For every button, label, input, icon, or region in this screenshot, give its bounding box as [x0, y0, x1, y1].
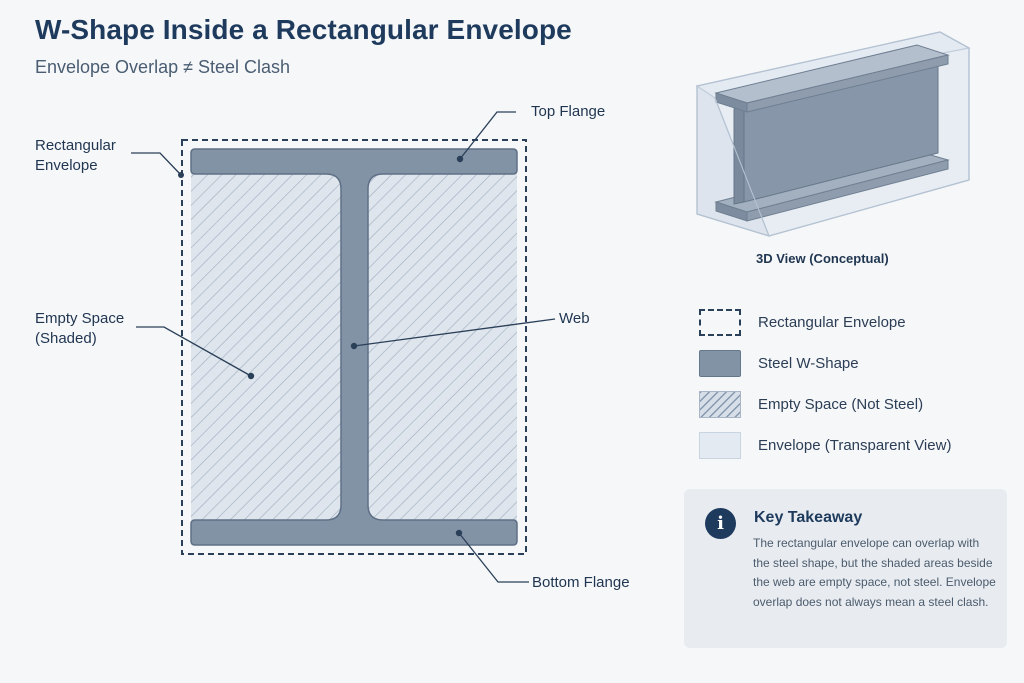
leader-envelope — [131, 152, 182, 176]
key-takeaway-panel: i Key Takeaway The rectangular envelope … — [684, 489, 1007, 648]
swatch-dashed-outline — [699, 308, 741, 336]
web-3d-end — [733, 104, 745, 205]
legend-item-steel: Steel W-Shape — [699, 348, 859, 378]
dot-empty-space — [247, 372, 255, 380]
empty-space-right — [368, 174, 517, 520]
label-bottom-flange: Bottom Flange — [532, 574, 630, 591]
rectangular-envelope — [181, 139, 527, 555]
legend-item-empty-space: Empty Space (Not Steel) — [699, 389, 923, 419]
takeaway-title: Key Takeaway — [754, 509, 863, 526]
leader-dots — [178, 155, 464, 537]
legend-label: Envelope (Transparent View) — [758, 436, 952, 454]
top-flange-3d-side — [746, 54, 949, 113]
dot-bottom-flange — [455, 529, 463, 537]
empty-space-left — [191, 174, 341, 520]
swatch-transparent-fill — [699, 431, 741, 459]
view3d-caption: 3D View (Conceptual) — [756, 251, 889, 266]
dot-envelope — [178, 172, 184, 178]
legend-item-envelope: Rectangular Envelope — [699, 307, 906, 337]
takeaway-body: The rectangular envelope can overlap wit… — [753, 536, 996, 609]
leader-web — [353, 318, 556, 347]
envelope-3d-edge — [714, 97, 770, 237]
swatch-steel-fill — [699, 349, 741, 377]
label-line-2: (Shaded) — [35, 330, 97, 347]
label-empty-space: Empty Space (Shaded) — [35, 309, 124, 349]
label-web: Web — [559, 310, 590, 327]
legend-item-transparent: Envelope (Transparent View) — [699, 430, 951, 460]
leader-bottom-flange — [458, 532, 529, 583]
label-rectangular-envelope: Rectangular Envelope — [35, 136, 116, 176]
leader-top-flange — [459, 111, 516, 160]
label-top-flange: Top Flange — [531, 103, 606, 120]
leader-empty-space — [136, 326, 252, 377]
page-title: W-Shape Inside a Rectangular Envelope — [35, 14, 572, 45]
legend-label: Empty Space (Not Steel) — [758, 395, 924, 413]
beam-3d-view — [695, 31, 971, 237]
dot-web — [350, 342, 358, 350]
label-line-1: Rectangular — [35, 137, 116, 154]
bottom-flange-3d-side — [746, 159, 949, 222]
empty-space-regions — [191, 174, 517, 520]
info-icon: i — [705, 508, 736, 539]
swatch-hatched — [699, 390, 741, 418]
page-subtitle: Envelope Overlap ≠ Steel Clash — [35, 57, 291, 77]
label-line-1: Empty Space — [35, 310, 125, 327]
dot-top-flange — [456, 155, 464, 163]
label-line-2: Envelope — [35, 157, 98, 174]
legend-label: Steel W-Shape — [758, 354, 859, 372]
legend-label: Rectangular Envelope — [758, 313, 906, 331]
leader-lines — [131, 111, 556, 583]
envelope-3d-outline — [696, 31, 970, 237]
